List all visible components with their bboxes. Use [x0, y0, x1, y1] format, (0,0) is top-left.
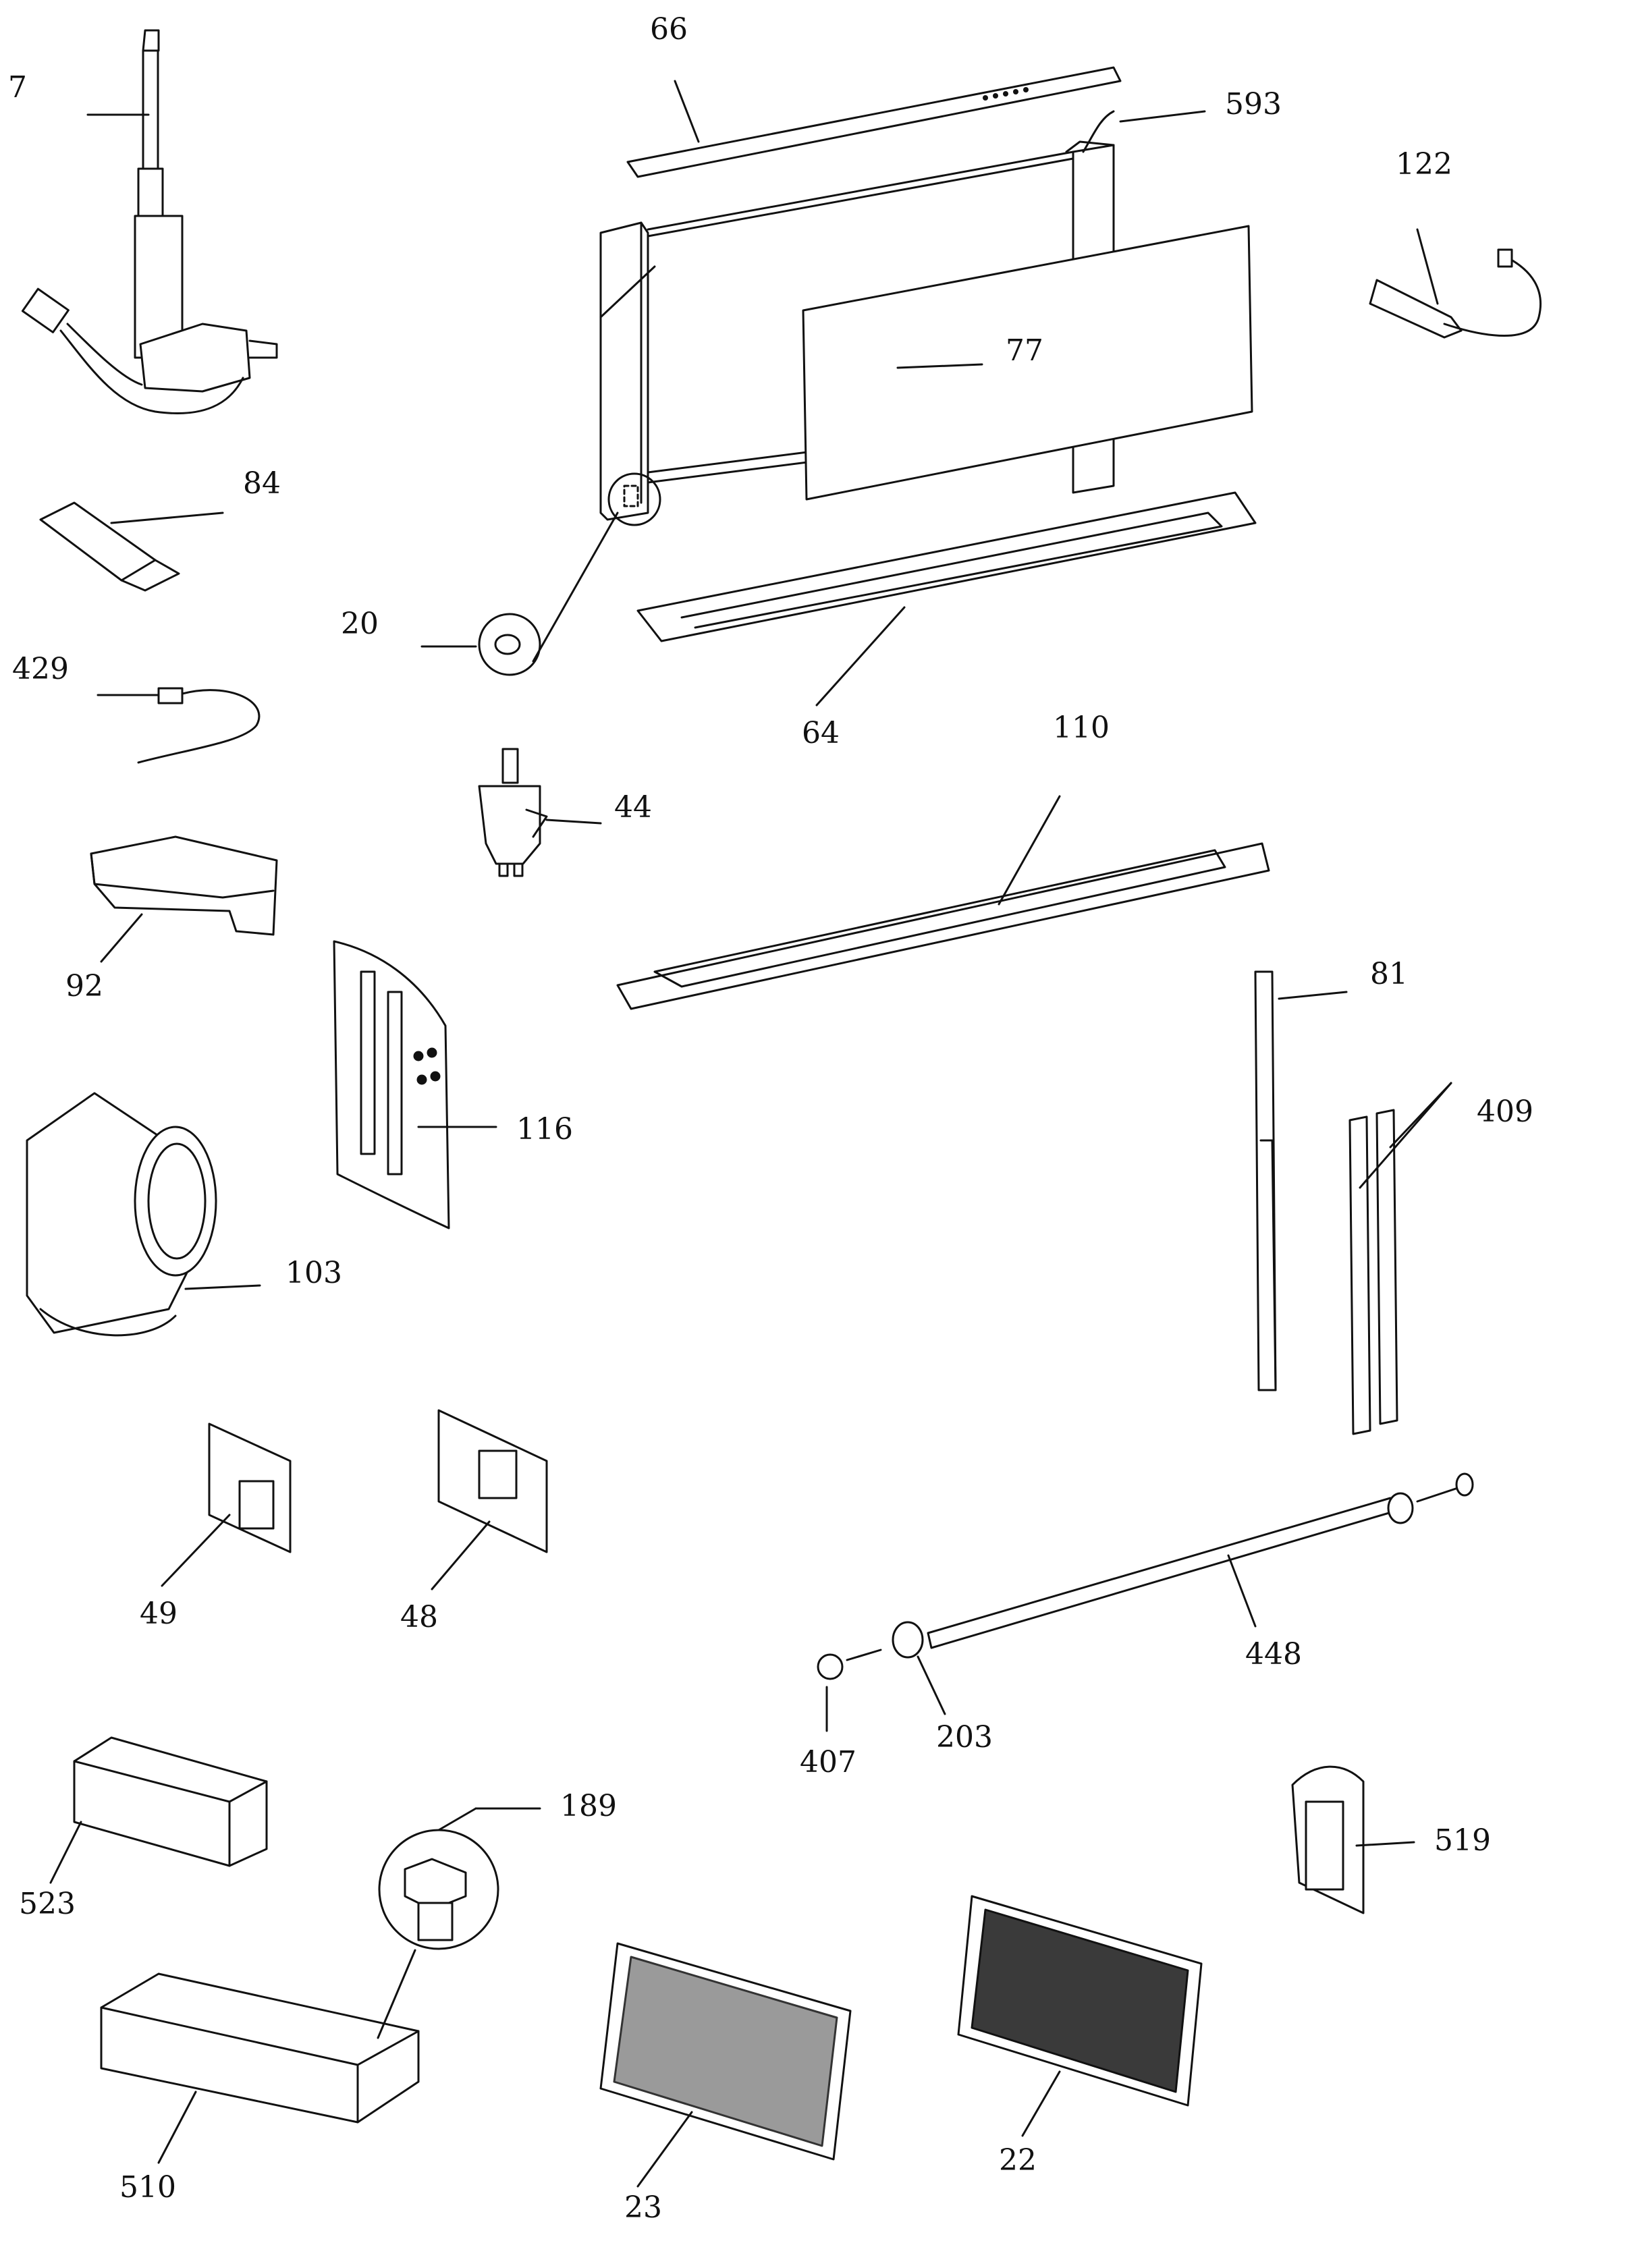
part-448-rod — [817, 1472, 1474, 1732]
label-81: 81 — [1370, 957, 1408, 991]
label-203: 203 — [936, 1720, 993, 1754]
label-448: 448 — [1245, 1637, 1302, 1671]
label-429: 429 — [12, 652, 69, 686]
part-409-slides — [1348, 1082, 1452, 1435]
label-116: 116 — [516, 1112, 573, 1146]
part-64-bottom-tray — [636, 491, 1257, 707]
label-593: 593 — [1225, 87, 1282, 121]
label-7: 7 — [8, 70, 27, 105]
label-409: 409 — [1477, 1095, 1533, 1129]
part-22-filter — [957, 1895, 1203, 2137]
part-44-switch — [478, 748, 602, 877]
label-510: 510 — [119, 2170, 176, 2205]
part-116-bracket-sheet — [333, 940, 497, 1229]
label-44: 44 — [614, 790, 652, 825]
label-407: 407 — [800, 1745, 856, 1779]
part-48-board — [431, 1409, 548, 1591]
label-84: 84 — [243, 466, 281, 501]
label-122: 122 — [1396, 147, 1452, 182]
label-64: 64 — [802, 716, 840, 750]
part-103-blower — [26, 1092, 261, 1337]
label-92: 92 — [65, 969, 103, 1003]
label-23: 23 — [624, 2190, 662, 2225]
label-66: 66 — [650, 12, 688, 47]
part-23-filter — [599, 1942, 852, 2188]
label-77: 77 — [1006, 333, 1043, 368]
part-510-box — [100, 1972, 420, 2164]
part-523-box — [49, 1736, 268, 1884]
label-523: 523 — [19, 1887, 76, 1921]
label-110: 110 — [1053, 711, 1110, 745]
part-20-grommet — [420, 511, 619, 676]
part-92-box — [90, 835, 278, 963]
part-519-manual — [1291, 1765, 1415, 1914]
label-20: 20 — [341, 607, 379, 641]
part-77-panel — [802, 225, 1253, 501]
label-103: 103 — [285, 1256, 342, 1290]
part-81-rail — [1254, 970, 1348, 1391]
part-84 — [39, 501, 224, 592]
part-429-cable — [97, 687, 261, 764]
part-189-inset — [377, 1807, 541, 2039]
label-49: 49 — [140, 1597, 178, 1631]
part-66-top-bar — [626, 66, 1122, 178]
part-49-board — [161, 1422, 292, 1587]
label-22: 22 — [999, 2143, 1037, 2178]
label-48: 48 — [400, 1600, 438, 1634]
part-122-connector — [1369, 228, 1542, 339]
part-7-actuator — [21, 29, 278, 415]
part-110-long-tray — [616, 795, 1270, 1010]
label-189: 189 — [560, 1789, 617, 1823]
label-519: 519 — [1434, 1823, 1491, 1858]
